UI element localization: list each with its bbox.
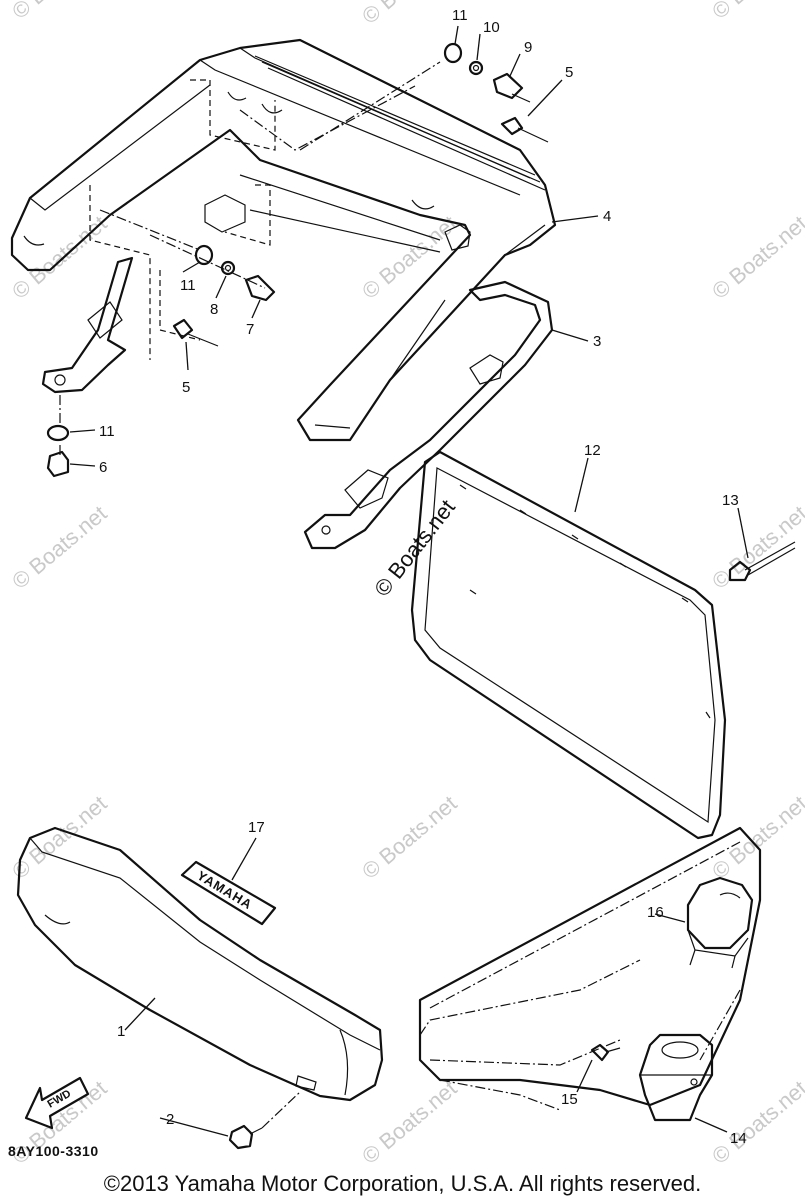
mount-lines	[59, 61, 441, 455]
watermark: © Boats.net	[7, 211, 111, 304]
watermark: © Boats.net	[707, 0, 805, 24]
watermark: © Boats.net	[707, 1076, 805, 1169]
hardware-upper-right	[443, 42, 549, 143]
callout-17: 17	[248, 819, 265, 836]
watermark: © Boats.net	[707, 211, 805, 304]
tank-assembly	[418, 826, 762, 1122]
watermark: © Boats.net	[357, 791, 461, 884]
support-bracket	[303, 280, 554, 550]
callout-14: 14	[730, 1130, 747, 1147]
watermark: © Boats.net	[357, 211, 461, 304]
copyright-notice: ©2013 Yamaha Motor Corporation, U.S.A. A…	[103, 1171, 702, 1196]
leader-lines	[69, 25, 749, 1137]
hardware-middle-left	[46, 244, 276, 478]
callout-5: 5	[565, 64, 573, 81]
callout-11: 11	[452, 7, 468, 24]
flap-panel	[410, 450, 727, 840]
callout-2: 2	[166, 1111, 174, 1128]
callout-5: 5	[182, 379, 190, 396]
watermark: © Boats.net	[7, 0, 111, 24]
callout-16: 16	[647, 904, 664, 921]
callout-1: 1	[117, 1023, 125, 1040]
bolt	[228, 1091, 301, 1150]
watermark: © Boats.net	[7, 501, 111, 594]
callout-8: 8	[210, 301, 218, 318]
yamaha-emblem: YAMAHA	[180, 860, 277, 926]
stay-bracket	[41, 256, 134, 394]
watermark: © Boats.net	[707, 501, 805, 594]
callout-10: 10	[483, 19, 500, 36]
callout-4: 4	[603, 208, 611, 225]
callout-11: 11	[180, 277, 196, 294]
callout-3: 3	[593, 333, 601, 350]
rivet	[728, 541, 796, 582]
callout-9: 9	[524, 39, 532, 56]
grab-handle	[10, 38, 557, 442]
callout-13: 13	[722, 492, 739, 509]
watermark: © Boats.net	[357, 1076, 461, 1169]
callout-15: 15	[561, 1091, 578, 1108]
callout-12: 12	[584, 442, 601, 459]
callout-11: 11	[99, 423, 115, 440]
callout-6: 6	[99, 459, 107, 476]
front-cover	[16, 826, 384, 1102]
callouts: 11 10 9 5 4 3 12 13 11 8 7 5 11 6 17 1 2…	[99, 7, 747, 1147]
callout-7: 7	[246, 321, 254, 338]
watermark: © Boats.net	[357, 0, 461, 29]
drawing-code: 8AY100-3310	[8, 1143, 99, 1159]
